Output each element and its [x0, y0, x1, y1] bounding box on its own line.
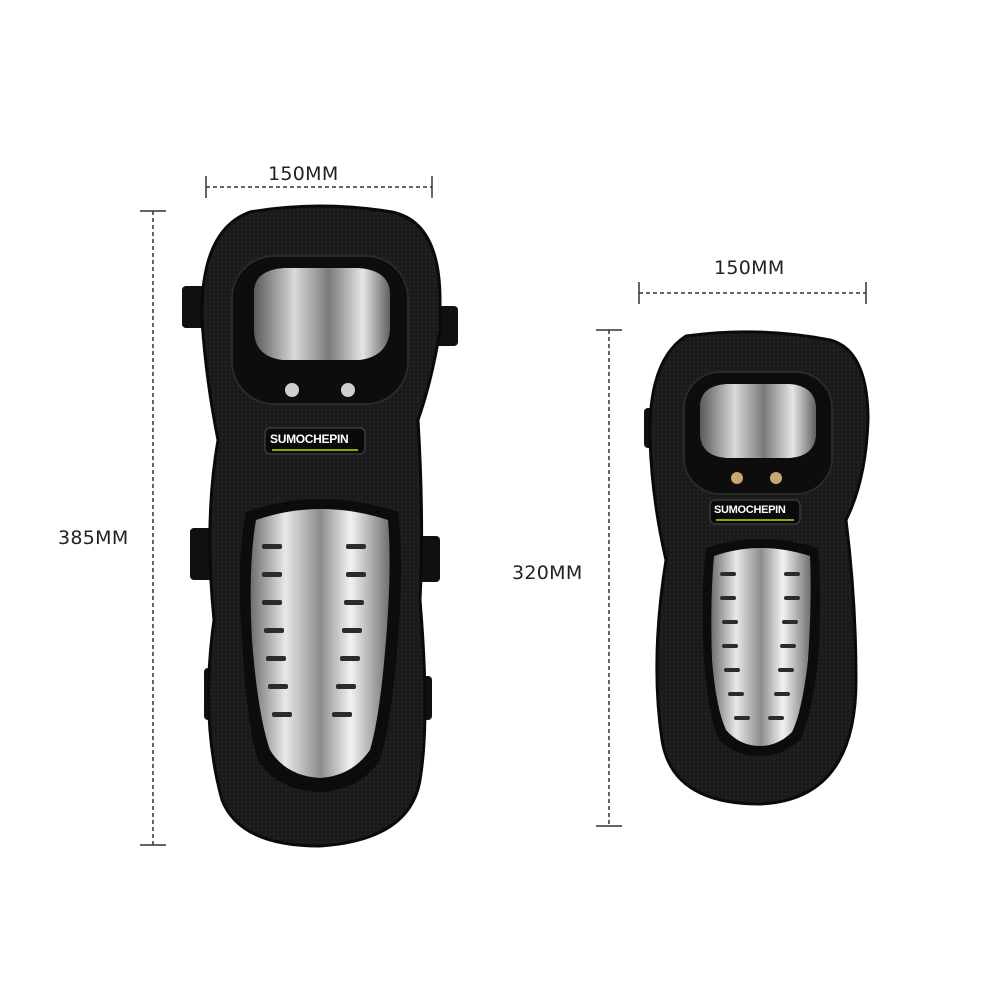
small-height-label: 320MM [512, 562, 583, 584]
large-height-label: 385MM [58, 527, 129, 549]
small-width-label: 150MM [714, 257, 785, 279]
small-width-dimension [638, 282, 867, 304]
large-height-dimension [140, 210, 166, 846]
large-knee-guard [182, 204, 458, 848]
small-guard-brand: SUMOCHEPIN [714, 504, 786, 516]
large-width-label: 150MM [268, 163, 339, 185]
large-guard-brand: SUMOCHEPIN [270, 432, 349, 446]
small-height-dimension [596, 329, 622, 827]
large-width-dimension [205, 176, 433, 198]
small-knee-guard [644, 330, 870, 806]
